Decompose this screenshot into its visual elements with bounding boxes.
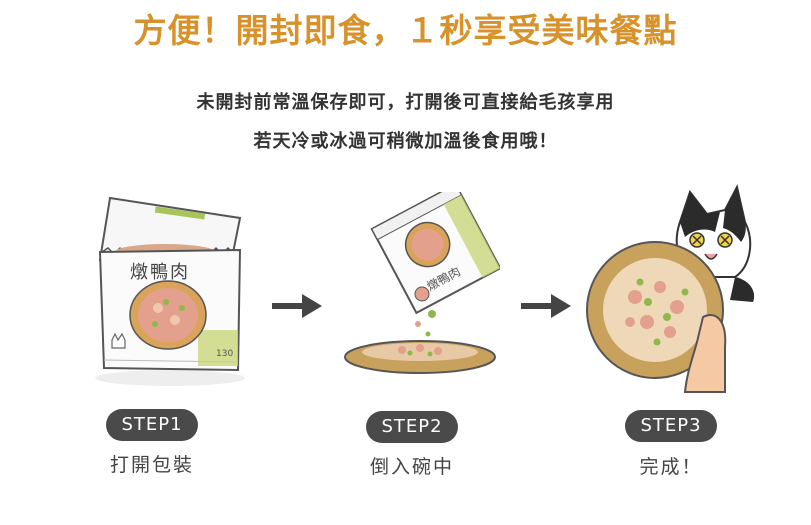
description-line-1: 未開封前常溫保存即可，打開後可直接給毛孩享用: [196, 92, 615, 113]
step-2-badge: STEP2: [366, 411, 458, 443]
open-pouch-illustration: 130: [95, 196, 245, 386]
arrow-right-icon: [521, 294, 571, 318]
svg-text:130: 130: [216, 349, 233, 359]
step-1-badge: STEP1: [106, 409, 198, 441]
headline: 方便！開封即食，１秒享受美味餐點: [133, 11, 678, 50]
step-3-badge: STEP3: [625, 410, 717, 442]
arrow-right-icon: [272, 294, 322, 318]
step-1-caption: 打開包裝: [109, 454, 194, 476]
step-3-caption: 完成！: [639, 456, 703, 478]
description-line-2: 若天冷或冰過可稍微加溫後食用哦！: [253, 131, 558, 152]
pour-into-bowl-illustration: 燉鴨肉: [344, 192, 500, 374]
finished-bowl-with-cat-illustration: [586, 184, 755, 393]
package-label: 燉鴨肉: [130, 262, 190, 283]
step-2-caption: 倒入碗中: [369, 456, 454, 478]
